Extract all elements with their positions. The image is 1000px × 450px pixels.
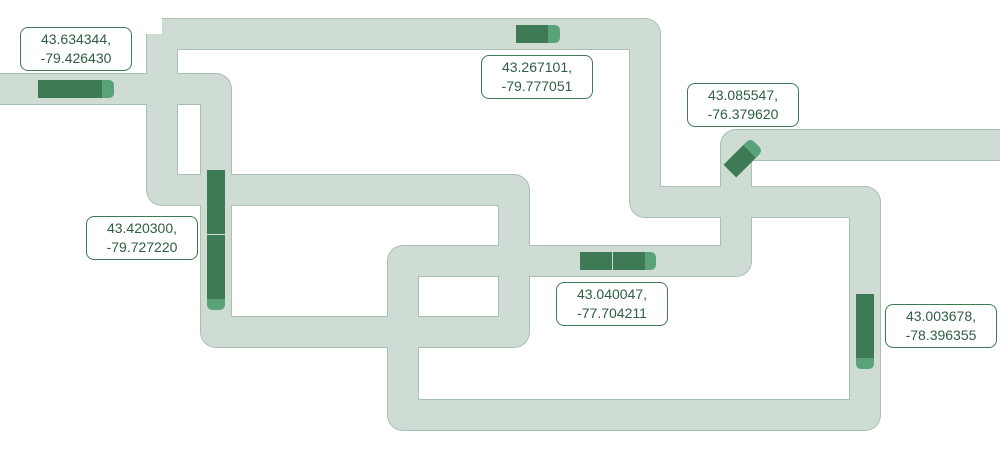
truck-cab-icon bbox=[856, 358, 874, 369]
latitude-text: 43.003678, bbox=[905, 308, 977, 324]
longitude-text: -76.379620 bbox=[707, 106, 779, 122]
longitude-text: -79.727220 bbox=[106, 239, 178, 255]
latitude-text: 43.085547, bbox=[707, 87, 779, 103]
road-fill-south-loop bbox=[388, 187, 880, 430]
road-fill-top-loop bbox=[162, 19, 736, 217]
truck-cab-icon bbox=[548, 25, 560, 43]
truck-cab-icon bbox=[645, 252, 656, 270]
truck-icon[interactable] bbox=[856, 294, 874, 358]
truck-icon[interactable] bbox=[207, 170, 225, 234]
latitude-text: 43.040047, bbox=[576, 286, 648, 302]
road-fill-west-highway bbox=[0, 34, 529, 347]
truck-icon[interactable] bbox=[516, 25, 548, 43]
latitude-text: 43.267101, bbox=[501, 59, 573, 75]
coordinate-label: 43.420300, -79.727220 bbox=[86, 216, 198, 260]
truck-cab-icon bbox=[102, 80, 114, 98]
latitude-text: 43.420300, bbox=[106, 220, 178, 236]
longitude-text: -79.777051 bbox=[501, 78, 573, 94]
truck-cab-icon bbox=[207, 299, 225, 310]
coordinate-label: 43.634344, -79.426430 bbox=[20, 27, 132, 71]
longitude-text: -78.396355 bbox=[905, 327, 977, 343]
coordinate-label: 43.085547, -76.379620 bbox=[687, 83, 799, 127]
coordinate-label: 43.003678, -78.396355 bbox=[885, 304, 997, 348]
longitude-text: -77.704211 bbox=[577, 305, 647, 321]
truck-icon[interactable] bbox=[723, 138, 763, 178]
latitude-text: 43.634344, bbox=[40, 31, 112, 47]
longitude-text: -79.426430 bbox=[40, 50, 112, 66]
truck-trailer-icon bbox=[613, 252, 645, 270]
truck-icon[interactable] bbox=[580, 252, 612, 270]
coordinate-label: 43.267101, -79.777051 bbox=[481, 55, 593, 99]
vehicles-layer bbox=[38, 25, 874, 369]
truck-trailer-icon bbox=[207, 235, 225, 299]
coordinate-label: 43.040047, -77.704211 bbox=[556, 282, 668, 326]
